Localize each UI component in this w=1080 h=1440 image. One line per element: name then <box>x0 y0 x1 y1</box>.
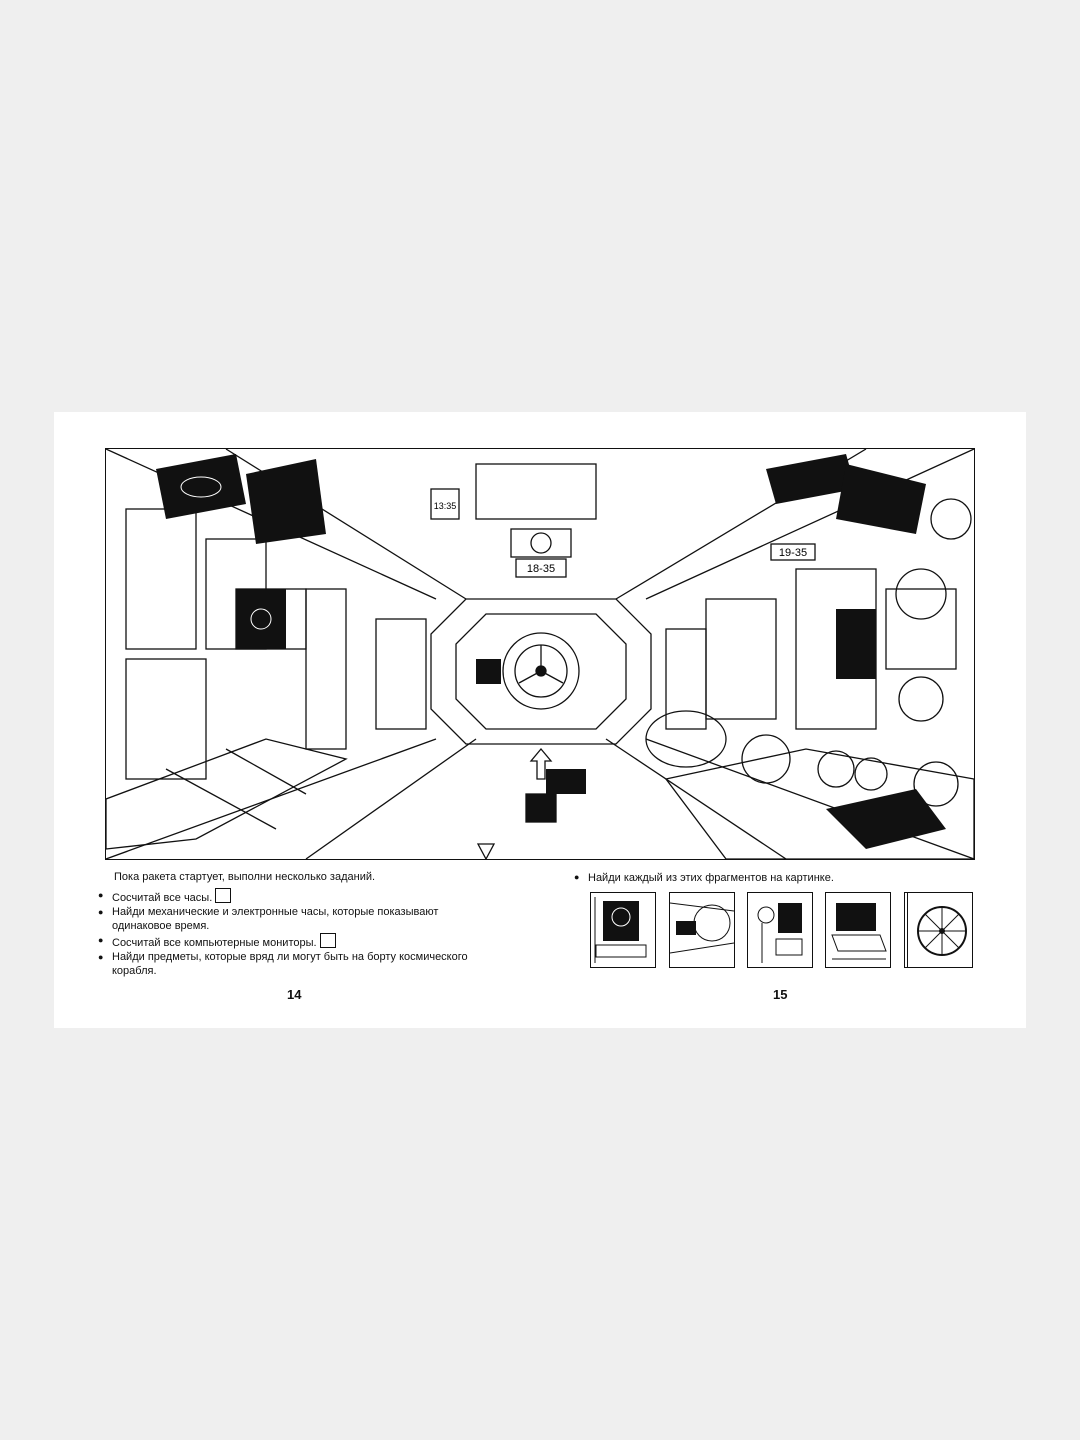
astronaut-panel-icon <box>757 903 803 963</box>
bicycle-wheel-icon <box>917 906 967 956</box>
task-find-items: Найди предметы, которые вряд ли могут бы… <box>98 950 500 978</box>
spaceship-interior-illustration: 18-35 19-35 13:35 <box>105 448 975 860</box>
digital-clock-center: 18-35 <box>527 563 555 575</box>
fragment-astronaut-monitor[interactable] <box>590 892 656 968</box>
left-page-text: Пока ракета стартует, выполни несколько … <box>98 870 500 978</box>
page-number-left: 14 <box>287 987 302 1002</box>
laptop-icon <box>831 903 887 960</box>
digital-clock-left: 13:35 <box>434 501 457 511</box>
task-count-monitors: Сосчитай все компьютерные мониторы. <box>98 933 500 950</box>
fragment-laptop[interactable] <box>825 892 891 968</box>
astronaut-monitor-icon <box>594 897 647 963</box>
page-number-right: 15 <box>773 987 788 1002</box>
fragment-bicycle-wheel[interactable] <box>907 892 973 968</box>
fragment-porthole-corridor[interactable] <box>669 892 735 968</box>
task-match-clocks: Найди механические и электронные часы, к… <box>98 905 500 933</box>
fragment-astronaut-panel[interactable] <box>747 892 813 968</box>
task-find-fragments: Найди каждый из этих фрагментов на карти… <box>574 872 834 884</box>
fragment-strip <box>590 892 973 970</box>
task-count-clocks: Сосчитай все часы. <box>98 888 500 905</box>
answer-box-clocks[interactable] <box>215 888 232 903</box>
intro-text: Пока ракета стартует, выполни несколько … <box>114 871 376 883</box>
answer-box-monitors[interactable] <box>319 933 336 948</box>
right-page-text: Найди каждый из этих фрагментов на карти… <box>574 872 834 884</box>
digital-clock-right: 19-35 <box>779 547 807 559</box>
porthole-corridor-icon <box>670 902 734 954</box>
